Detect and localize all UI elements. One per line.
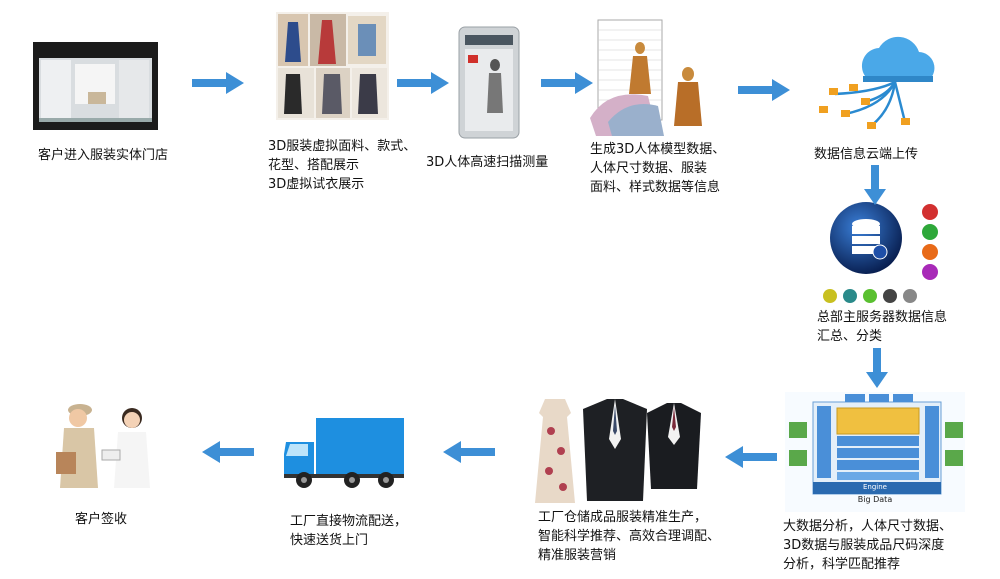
caption-line: 工厂直接物流配送， bbox=[290, 514, 408, 529]
caption-line: 3D服装虚拟面料、款式、 bbox=[268, 139, 417, 154]
finished-garments-photo bbox=[527, 395, 707, 505]
arrow-right-icon bbox=[192, 72, 244, 94]
big-data-engine-label: Engine bbox=[863, 483, 887, 491]
server-database-illustration bbox=[818, 196, 948, 311]
step-virtual-caption: 3D服装虚拟面料、款式、 花型、搭配展示 3D虚拟试衣展示 bbox=[268, 137, 416, 194]
arrow-right-icon bbox=[541, 72, 593, 94]
arrow-left-icon bbox=[443, 441, 495, 463]
step-factory-caption: 工厂仓储成品服装精准生产， 智能科学推荐、高效合理调配、 精准服装营销 bbox=[538, 508, 720, 565]
caption-line: 客户进入服装实体门店 bbox=[38, 148, 169, 163]
caption-line: 数据信息云端上传 bbox=[814, 147, 919, 162]
step-cloud-caption: 数据信息云端上传 bbox=[814, 145, 918, 164]
store-photo bbox=[33, 42, 158, 130]
step-store-caption: 客户进入服装实体门店 bbox=[38, 146, 168, 165]
virtual-display-collage bbox=[276, 12, 389, 120]
caption-line: 汇总、分类 bbox=[817, 329, 883, 344]
arrow-down-icon bbox=[864, 165, 886, 205]
big-data-footer-label: Big Data bbox=[857, 495, 893, 504]
step-logistics-caption: 工厂直接物流配送， 快速送货上门 bbox=[290, 512, 407, 550]
caption-line: 3D虚拟试衣展示 bbox=[268, 177, 365, 192]
delivery-truck-illustration bbox=[282, 412, 407, 492]
caption-line: 花型、搭配展示 bbox=[268, 158, 360, 173]
arrow-right-icon bbox=[738, 79, 790, 101]
arrow-down-icon bbox=[866, 348, 888, 388]
caption-line: 人体尺寸数据、服装 bbox=[590, 161, 708, 176]
caption-line: 总部主服务器数据信息 bbox=[817, 310, 948, 325]
arrow-left-icon bbox=[725, 446, 777, 468]
step-model-caption: 生成3D人体模型数据、 人体尺寸数据、服装 面料、样式数据等信息 bbox=[590, 140, 725, 197]
caption-line: 快速送货上门 bbox=[290, 533, 369, 548]
caption-line: 工厂仓储成品服装精准生产， bbox=[538, 510, 708, 525]
cloud-upload-illustration bbox=[805, 26, 940, 136]
caption-line: 3D数据与服装成品尺码深度 bbox=[783, 538, 945, 553]
arrow-right-icon bbox=[397, 72, 449, 94]
step-bigdata-caption: 大数据分析，人体尺寸数据、 3D数据与服装成品尺码深度 分析，科学匹配推荐 bbox=[783, 517, 952, 574]
step-server-caption: 总部主服务器数据信息 汇总、分类 bbox=[817, 308, 947, 346]
caption-line: 智能科学推荐、高效合理调配、 bbox=[538, 529, 721, 544]
big-data-architecture-diagram: Engine Big Data bbox=[785, 392, 965, 512]
body-scanner-photo bbox=[455, 25, 523, 140]
caption-line: 客户签收 bbox=[75, 512, 128, 527]
arrow-left-icon bbox=[202, 441, 254, 463]
caption-line: 分析，科学匹配推荐 bbox=[783, 557, 901, 572]
caption-line: 大数据分析，人体尺寸数据、 bbox=[783, 519, 953, 534]
caption-line: 精准服装营销 bbox=[538, 548, 617, 563]
caption-line: 生成3D人体模型数据、 bbox=[590, 142, 726, 157]
step-scan-caption: 3D人体高速扫描测量 bbox=[426, 153, 548, 172]
caption-line: 面料、样式数据等信息 bbox=[590, 180, 721, 195]
step-sign-caption: 客户签收 bbox=[75, 510, 127, 529]
customer-signing-photo bbox=[40, 396, 168, 491]
caption-line: 3D人体高速扫描测量 bbox=[426, 155, 549, 170]
3d-model-screenshot bbox=[588, 18, 716, 138]
